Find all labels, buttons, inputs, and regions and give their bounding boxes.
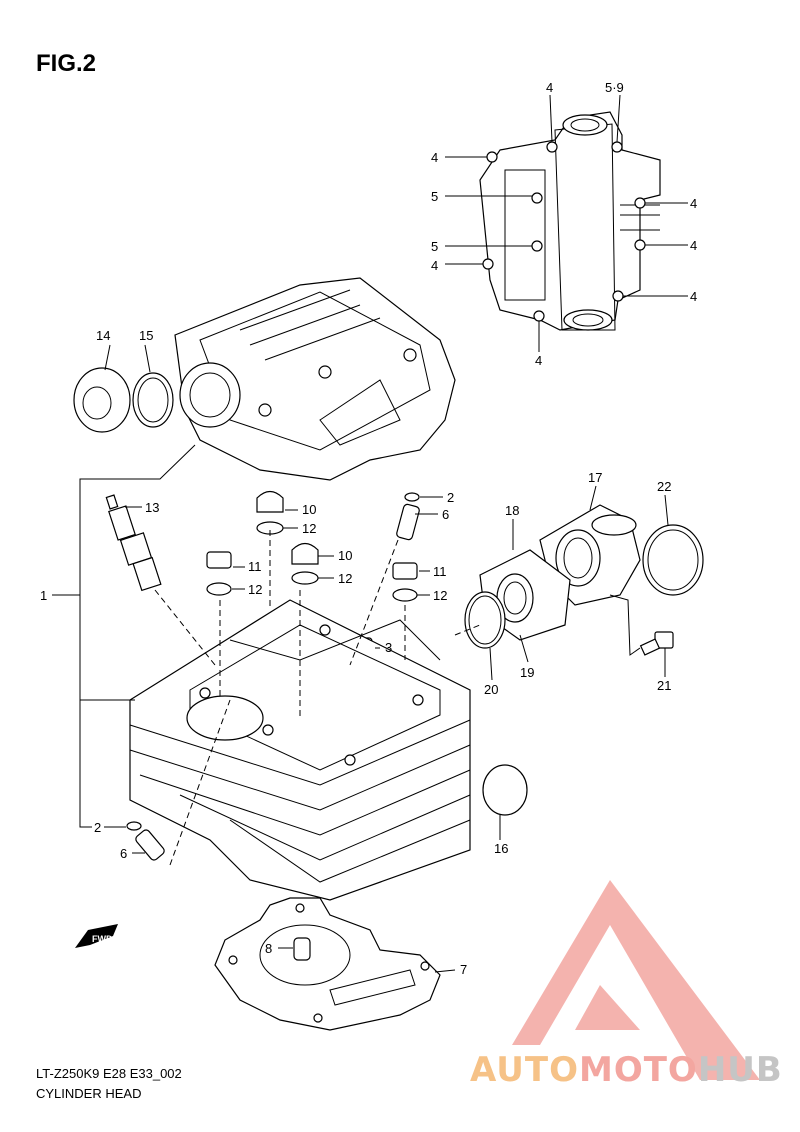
callout-6b: 6 — [120, 846, 127, 861]
callout-10b: 10 — [338, 548, 352, 563]
callout-4g: 4 — [535, 353, 542, 368]
callout-15: 15 — [139, 328, 153, 343]
callout-4b: 4 — [431, 150, 438, 165]
callout-11b: 11 — [433, 564, 447, 579]
svg-text:FWD: FWD — [92, 934, 113, 944]
callout-16: 16 — [494, 841, 508, 856]
watermark-logo — [512, 880, 760, 1080]
cylinder-head-cover — [174, 277, 456, 481]
callout-12d: 12 — [433, 588, 447, 603]
brand-part-auto: AUTO — [470, 1050, 579, 1090]
cap-14 — [73, 367, 131, 433]
callout-4f: 4 — [690, 289, 697, 304]
model-code: LT-Z250K9 E28 E33_002 — [36, 1066, 182, 1081]
brand-watermark: AUTOMOTOHUB — [470, 1050, 783, 1090]
callout-17: 17 — [588, 470, 602, 485]
plug-16 — [482, 764, 528, 816]
fwd-arrow-icon: FWD — [75, 924, 118, 948]
callout-21: 21 — [657, 678, 671, 693]
callout-12b: 12 — [338, 571, 352, 586]
callout-2a: 2 — [447, 490, 454, 505]
leader-lines — [52, 94, 688, 973]
dowel-pin-8 — [293, 937, 311, 961]
callout-4e: 4 — [690, 238, 697, 253]
callout-1: 1 — [40, 588, 47, 603]
section-title: CYLINDER HEAD — [36, 1086, 142, 1101]
callout-8: 8 — [265, 941, 272, 956]
head-cover-gasket — [479, 111, 661, 331]
callout-14: 14 — [96, 328, 110, 343]
bolt-21 — [639, 631, 674, 656]
callout-11a: 11 — [248, 559, 262, 574]
brand-part-hub: HUB — [697, 1050, 783, 1090]
callout-2b: 2 — [94, 820, 101, 835]
spark-plug — [105, 494, 162, 592]
callout-10a: 10 — [302, 502, 316, 517]
callout-3: 3 — [385, 640, 392, 655]
nut-11a — [206, 551, 232, 596]
o-ring-20 — [464, 591, 506, 649]
o-ring-15 — [132, 372, 174, 428]
callout-4a: 4 — [546, 80, 553, 95]
nut-10a — [256, 490, 284, 535]
nut-10b — [291, 542, 319, 585]
callout-18: 18 — [505, 503, 519, 518]
brand-part-moto: MOTO — [578, 1050, 698, 1090]
nut-11b — [392, 562, 418, 602]
oil-jet-lower — [126, 821, 165, 861]
callout-7: 7 — [460, 962, 467, 977]
oil-jet-upper — [396, 492, 420, 541]
figure-title: FIG.2 — [36, 50, 97, 77]
callout-labels: 1 2 2 3 4 4 4 4 4 4 4 5·9 5 5 6 6 7 8 10… — [40, 80, 697, 977]
callout-5-9: 5·9 — [605, 80, 624, 95]
callout-5a: 5 — [431, 189, 438, 204]
callout-20: 20 — [484, 682, 498, 697]
callout-12a: 12 — [302, 521, 316, 536]
callout-5b: 5 — [431, 239, 438, 254]
cylinder-gasket — [214, 897, 441, 1031]
intake-clamp — [642, 524, 704, 596]
callout-12c: 12 — [248, 582, 262, 597]
callout-13: 13 — [145, 500, 159, 515]
callout-4d: 4 — [690, 196, 697, 211]
callout-6a: 6 — [442, 507, 449, 522]
callout-19: 19 — [520, 665, 534, 680]
callout-4c: 4 — [431, 258, 438, 273]
callout-22: 22 — [657, 479, 671, 494]
